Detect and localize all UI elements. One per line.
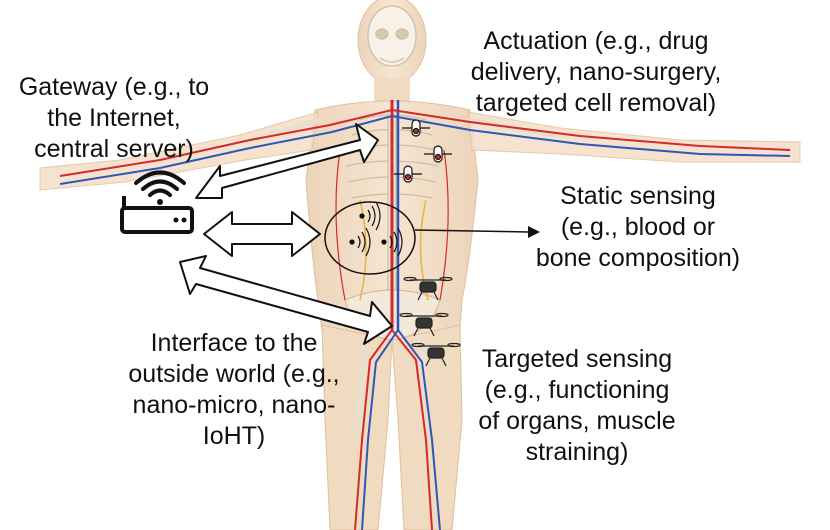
arrow-head: [528, 226, 540, 238]
actuation-label-line-2: delivery, nano-surgery,: [470, 58, 722, 86]
static-sensing-label-line-1: Static sensing: [560, 182, 716, 210]
targeted-sensing-label-line-3: of organs, muscle: [478, 407, 676, 435]
static-sensing-double-arrow: [203, 211, 321, 257]
interface-label-line-1: Interface to the: [150, 329, 318, 357]
interface-label-line-4: IoHT): [202, 422, 266, 450]
nano-drone-icon: [411, 342, 461, 367]
gateway-label: Gateway (e.g., to the Internet, central …: [8, 72, 220, 165]
right-arm: [467, 111, 801, 163]
acoustic-sensor-icon: [349, 227, 371, 257]
targeted-sensing-label: Targeted sensing (e.g., functioning of o…: [462, 344, 692, 468]
actuation-label: Actuation (e.g., drug delivery, nano-sur…: [458, 26, 734, 119]
targeted-sensing-label-line-4: straining): [525, 438, 629, 466]
nano-drone-group: [399, 276, 461, 367]
static-sensing-arrow: [414, 229, 529, 233]
targeted-sensing-label-line-2: (e.g., functioning: [484, 376, 670, 404]
wifi-waves: [134, 170, 186, 205]
static-sensing-label-line-2: (e.g., blood or: [560, 213, 716, 241]
gateway-arrow: [195, 123, 379, 199]
nano-drone-icon: [403, 276, 453, 301]
static-sensing-region: [324, 201, 540, 275]
interface-label-line-3: nano-micro, nano-: [132, 391, 336, 419]
acoustic-sensor-icon: [381, 227, 403, 257]
actuation-label-line-1: Actuation (e.g., drug: [483, 27, 709, 55]
nano-capsule-icon: [424, 145, 452, 163]
nano-capsule-icon: [402, 119, 430, 137]
nano-capsule-group: [394, 119, 452, 183]
acoustic-sensor-icon: [359, 201, 381, 231]
interface-label-line-2: outside world (e.g.,: [128, 360, 340, 388]
gateway-label-line-1: Gateway (e.g., to: [18, 73, 210, 101]
gateway-label-line-2: the Internet,: [47, 104, 181, 132]
gateway-label-line-3: central server): [34, 135, 194, 163]
left-arm: [39, 111, 319, 191]
static-sensing-label-line-3: bone composition): [535, 244, 741, 272]
interface-label: Interface to the outside world (e.g., na…: [100, 328, 368, 452]
actuation-label-line-3: targeted cell removal): [475, 89, 717, 117]
interface-arrow: [179, 255, 393, 345]
sensing-ellipse: [324, 201, 416, 275]
nano-drone-icon: [399, 312, 449, 337]
wifi-router-icon: [120, 170, 194, 234]
targeted-sensing-label-line-1: Targeted sensing: [481, 345, 673, 373]
static-sensing-label: Static sensing (e.g., blood or bone comp…: [520, 181, 756, 274]
nano-capsule-icon: [394, 165, 422, 183]
skull: [367, 5, 417, 67]
vascular-system: [59, 100, 791, 530]
